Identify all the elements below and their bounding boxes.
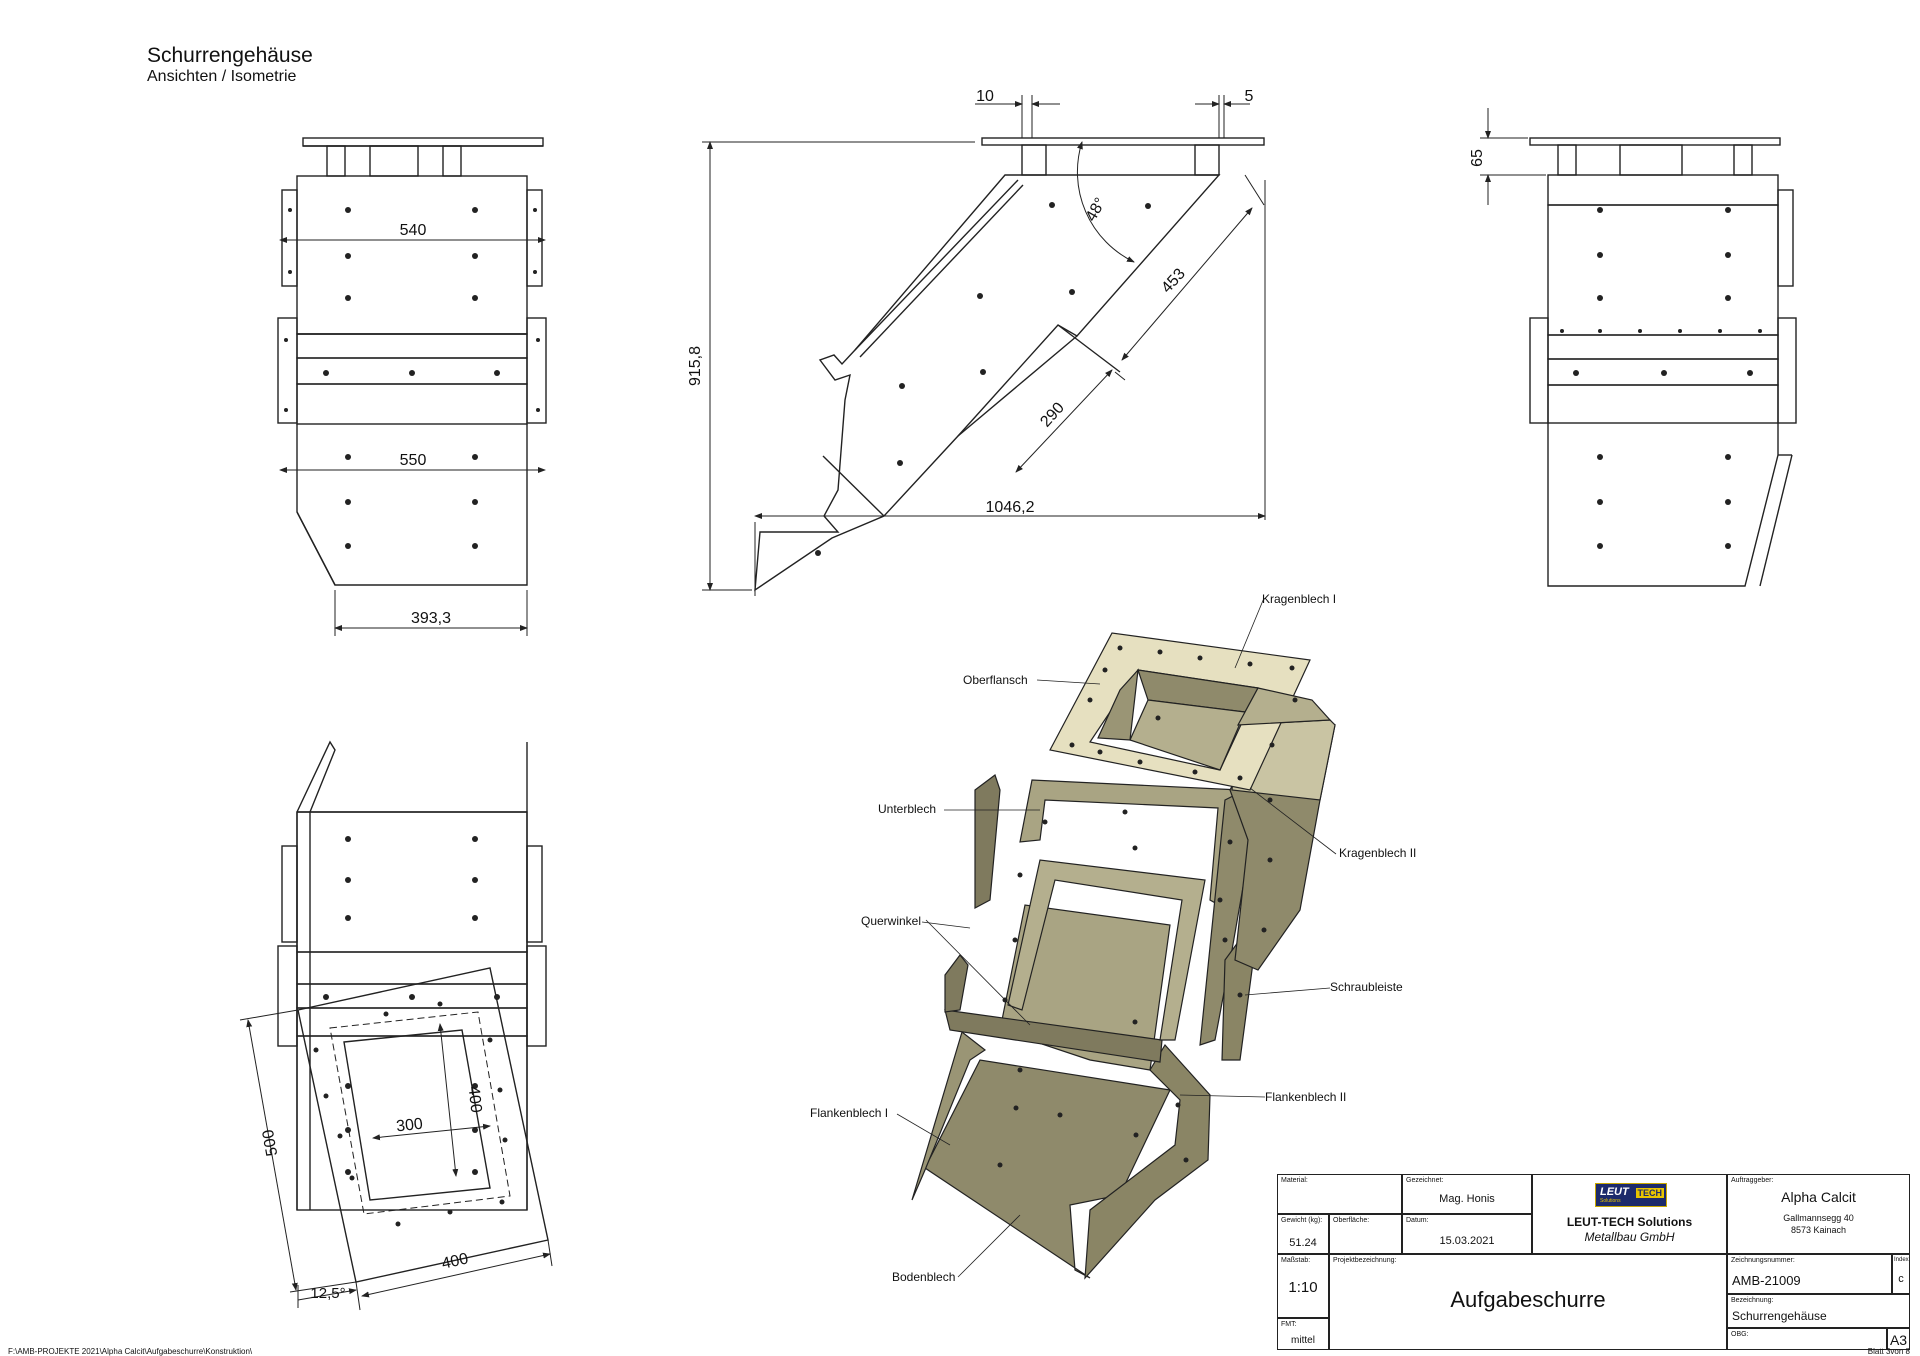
callout-kragenblech-1: Kragenblech I: [1262, 592, 1337, 606]
material-cell: Material:: [1277, 1174, 1402, 1214]
dim-400-vertical: 400: [465, 1085, 485, 1113]
auftraggeber-label: Auftraggeber:: [1731, 1177, 1774, 1184]
isometric-view: [896, 597, 1337, 1280]
gewicht-value: 51.24: [1289, 1237, 1317, 1249]
company-name: LEUT-TECH Solutions: [1566, 1215, 1693, 1229]
projekt-cell: Projektbezeichnung: Aufgabeschurre: [1329, 1254, 1727, 1350]
file-path: F:\AMB-PROJEKTE 2021\Alpha Calcit\Aufgab…: [8, 1347, 253, 1356]
dim-400-horizontal: 400: [440, 1250, 470, 1272]
projekt-label: Projektbezeichnung:: [1333, 1257, 1397, 1264]
datum-label: Datum:: [1406, 1217, 1429, 1224]
index-cell: Index c: [1892, 1254, 1910, 1294]
address-line-2: 8573 Kainach: [1790, 1225, 1847, 1235]
auftraggeber-value: Alpha Calcit: [1781, 1189, 1856, 1205]
datum-cell: Datum: 15.03.2021: [1402, 1214, 1532, 1254]
index-value: c: [1898, 1273, 1904, 1285]
massstab-label: Maßstab:: [1281, 1257, 1311, 1264]
dim-65: 65: [1469, 149, 1486, 167]
zeichnungsnummer-cell: Zeichnungsnummer: AMB-21009: [1727, 1254, 1892, 1294]
dim-1046-2: 1046,2: [986, 499, 1035, 516]
gewicht-cell: Gewicht (kg): 51.24: [1277, 1214, 1329, 1254]
address-line-1: Gallmannsegg 40: [1783, 1213, 1854, 1223]
obg-label: OBG:: [1731, 1331, 1749, 1338]
title-block: Material: Gewicht (kg): 51.24 Oberfläche…: [1277, 1174, 1910, 1350]
callout-bodenblech: Bodenblech: [892, 1270, 956, 1284]
fmt-label: FMT:: [1281, 1321, 1297, 1328]
company-logo: LEUT TECH Solutions: [1595, 1183, 1667, 1207]
sheet-number: Blatt 3von 8: [1867, 1347, 1910, 1356]
gezeichnet-label: Gezeichnet:: [1406, 1177, 1444, 1184]
gezeichnet-value: Mag. Honis: [1439, 1193, 1495, 1205]
callout-unterblech: Unterblech: [878, 802, 937, 816]
fmt-value: mittel: [1291, 1335, 1315, 1346]
drawing-subtitle: Ansichten / Isometrie: [147, 68, 297, 85]
dim-453: 453: [1158, 265, 1189, 296]
drawing-title: Schurrengehäuse: [147, 44, 313, 67]
auftraggeber-cell: Auftraggeber: Alpha Calcit Gallmannsegg …: [1727, 1174, 1910, 1254]
querwinkel-part: [944, 1009, 1163, 1063]
format-cell: A3: [1887, 1328, 1910, 1350]
bottom-view: 500 400 300 400 12,5°: [239, 740, 553, 1311]
fmt-cell: FMT: mittel: [1277, 1318, 1329, 1350]
company-subname: Metallbau GmbH: [1584, 1230, 1675, 1244]
massstab-value: 1:10: [1288, 1279, 1318, 1296]
dim-300: 300: [395, 1116, 423, 1136]
rear-view: 65: [1469, 108, 1797, 587]
company-cell: LEUT TECH Solutions LEUT-TECH Solutions …: [1532, 1174, 1727, 1254]
dim-290: 290: [1037, 399, 1068, 430]
front-view: 540 550 393,3: [277, 137, 547, 636]
bezeichnung-label: Bezeichnung:: [1731, 1297, 1774, 1304]
dim-5: 5: [1245, 88, 1254, 105]
bezeichnung-cell: Bezeichnung: Schurrengehäuse: [1727, 1294, 1910, 1328]
callout-flankenblech-1: Flankenblech I: [810, 1106, 889, 1120]
projekt-value: Aufgabeschurre: [1450, 1287, 1606, 1312]
callout-flankenblech-2: Flankenblech II: [1265, 1090, 1347, 1104]
oberflaeche-label: Oberfläche:: [1333, 1217, 1370, 1224]
datum-value: 15.03.2021: [1439, 1235, 1495, 1247]
massstab-cell: Maßstab: 1:10: [1277, 1254, 1329, 1318]
gezeichnet-cell: Gezeichnet: Mag. Honis: [1402, 1174, 1532, 1214]
callout-schraubleiste: Schraubleiste: [1330, 980, 1403, 994]
material-label: Material:: [1281, 1177, 1308, 1184]
dim-12-5-angle: 12,5°: [310, 1285, 345, 1302]
oberflaeche-cell: Oberfläche:: [1329, 1214, 1402, 1254]
index-label: Index: [1894, 1257, 1909, 1263]
callout-querwinkel: Querwinkel: [861, 914, 922, 928]
obg-cell: OBG:: [1727, 1328, 1887, 1350]
zeichnungsnummer-label: Zeichnungsnummer:: [1731, 1257, 1795, 1264]
dim-540: 540: [400, 222, 427, 239]
format-value: A3: [1889, 1332, 1908, 1348]
bezeichnung-value: Schurrengehäuse: [1732, 1309, 1827, 1323]
side-view: 10 5 915,8 1046,2 48° 453 290: [687, 88, 1266, 596]
zeichnungsnummer-value: AMB-21009: [1732, 1273, 1801, 1288]
dim-915-8: 915,8: [687, 346, 704, 386]
dim-10: 10: [976, 88, 994, 105]
dim-angle-48: 48°: [1083, 195, 1110, 224]
dim-500: 500: [260, 1128, 281, 1157]
bodenblech-part: [924, 1059, 1171, 1279]
callout-oberflansch: Oberflansch: [963, 673, 1028, 687]
dim-550: 550: [400, 452, 427, 469]
flankenblech-1-part: [911, 1030, 987, 1201]
callout-kragenblech-2: Kragenblech II: [1339, 846, 1417, 860]
gewicht-label: Gewicht (kg):: [1281, 1217, 1323, 1224]
dim-393-3: 393,3: [411, 610, 451, 627]
